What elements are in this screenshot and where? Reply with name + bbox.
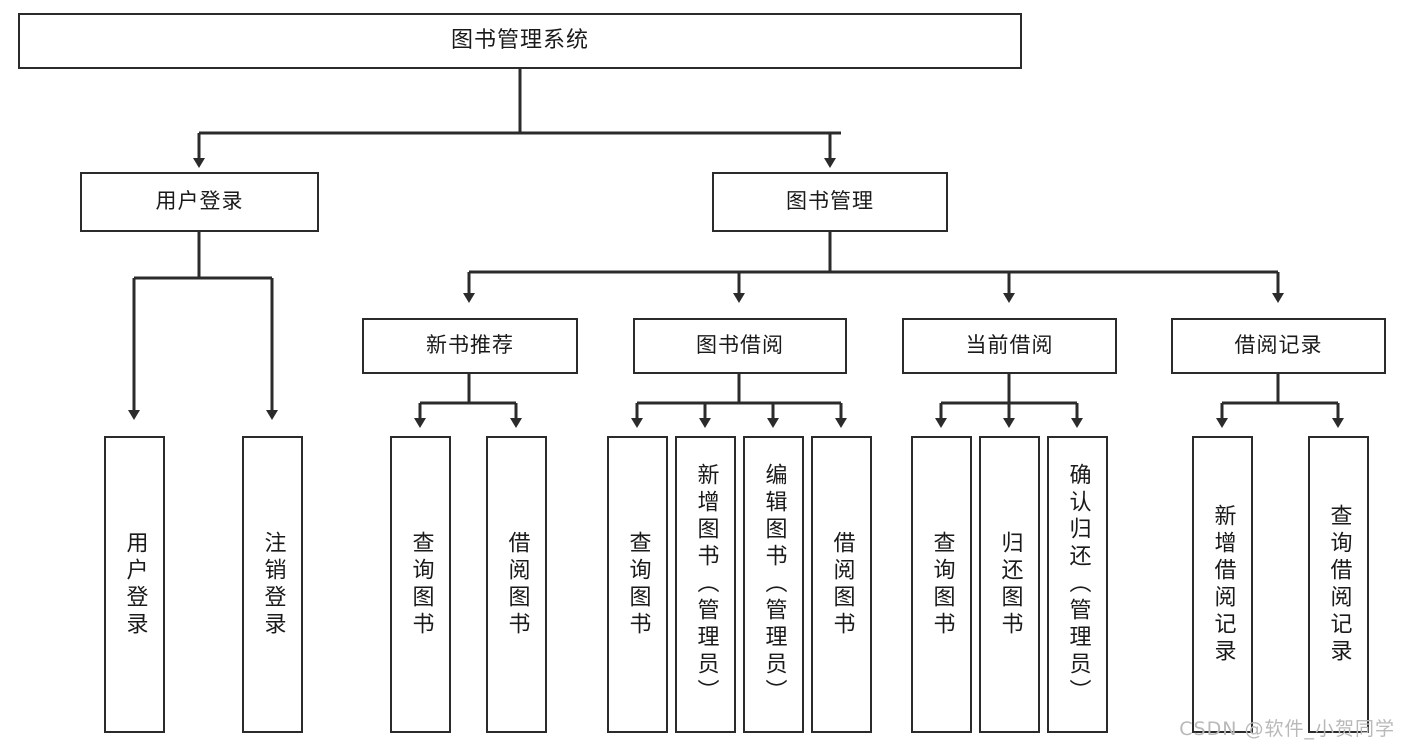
leaf-edit-book-label: 编辑图书（管理员）	[761, 463, 787, 706]
node-book-manage-label: 图书管理	[786, 189, 874, 214]
leaf-user-login[interactable]: 用户登录	[104, 436, 165, 733]
leaf-query-book-1-label: 查询图书	[408, 530, 434, 639]
node-root-label: 图书管理系统	[450, 27, 589, 53]
node-user-login[interactable]: 用户登录	[80, 172, 319, 232]
leaf-user-logout[interactable]: 注销登录	[242, 436, 303, 733]
node-borrow-record-label: 借阅记录	[1234, 333, 1323, 358]
node-borrow-record[interactable]: 借阅记录	[1171, 318, 1386, 374]
leaf-return-book[interactable]: 归还图书	[979, 436, 1040, 733]
leaf-add-book-label: 新增图书（管理员）	[693, 463, 719, 706]
leaf-query-book-1[interactable]: 查询图书	[390, 436, 451, 733]
leaf-user-logout-label: 注销登录	[260, 530, 286, 639]
leaf-edit-book[interactable]: 编辑图书（管理员）	[743, 436, 804, 733]
node-current-borrow-label: 当前借阅	[965, 333, 1054, 358]
leaf-query-record[interactable]: 查询借阅记录	[1308, 436, 1369, 733]
leaf-add-book[interactable]: 新增图书（管理员）	[675, 436, 736, 733]
leaf-borrow-book-1-label: 借阅图书	[504, 530, 530, 639]
leaf-query-book-3-label: 查询图书	[929, 530, 955, 639]
leaf-query-book-2[interactable]: 查询图书	[607, 436, 668, 733]
leaf-borrow-book-2-label: 借阅图书	[829, 530, 855, 639]
node-book-manage[interactable]: 图书管理	[712, 172, 948, 232]
leaf-borrow-book-2[interactable]: 借阅图书	[811, 436, 872, 733]
leaf-query-book-2-label: 查询图书	[625, 530, 651, 639]
leaf-query-record-label: 查询借阅记录	[1326, 503, 1352, 666]
leaf-confirm-return-label: 确认归还（管理员）	[1065, 463, 1091, 706]
node-book-borrow[interactable]: 图书借阅	[633, 318, 847, 374]
leaf-user-login-label: 用户登录	[122, 530, 148, 639]
leaf-confirm-return[interactable]: 确认归还（管理员）	[1047, 436, 1108, 733]
node-new-book-recommend[interactable]: 新书推荐	[362, 318, 578, 374]
leaf-query-book-3[interactable]: 查询图书	[911, 436, 972, 733]
leaf-return-book-label: 归还图书	[997, 530, 1023, 639]
node-book-borrow-label: 图书借阅	[696, 333, 784, 358]
leaf-add-record[interactable]: 新增借阅记录	[1192, 436, 1253, 733]
node-current-borrow[interactable]: 当前借阅	[902, 318, 1117, 374]
node-user-login-label: 用户登录	[155, 189, 244, 214]
leaf-borrow-book-1[interactable]: 借阅图书	[486, 436, 547, 733]
leaf-add-record-label: 新增借阅记录	[1210, 503, 1236, 666]
node-new-book-recommend-label: 新书推荐	[426, 333, 514, 358]
node-root[interactable]: 图书管理系统	[18, 13, 1022, 69]
